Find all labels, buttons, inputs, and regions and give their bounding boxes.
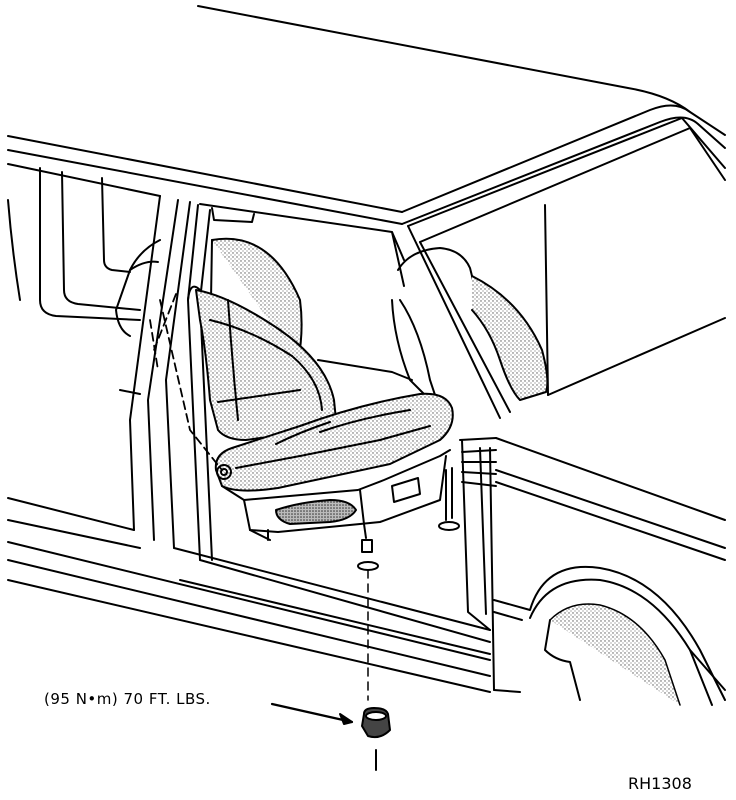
mounting-hardware bbox=[357, 539, 391, 771]
torque-spec-label: (95 N•m) 70 FT. LBS. bbox=[44, 690, 211, 708]
driver-seat bbox=[187, 285, 460, 541]
vehicle-roof bbox=[7, 5, 726, 225]
seat-belt-path bbox=[149, 293, 223, 471]
front-wheel-well bbox=[493, 565, 726, 706]
windshield bbox=[407, 117, 726, 419]
figure-id-label: RH1308 bbox=[628, 774, 692, 793]
torque-leader-arrow bbox=[270, 702, 354, 725]
passenger-seat bbox=[391, 247, 549, 411]
